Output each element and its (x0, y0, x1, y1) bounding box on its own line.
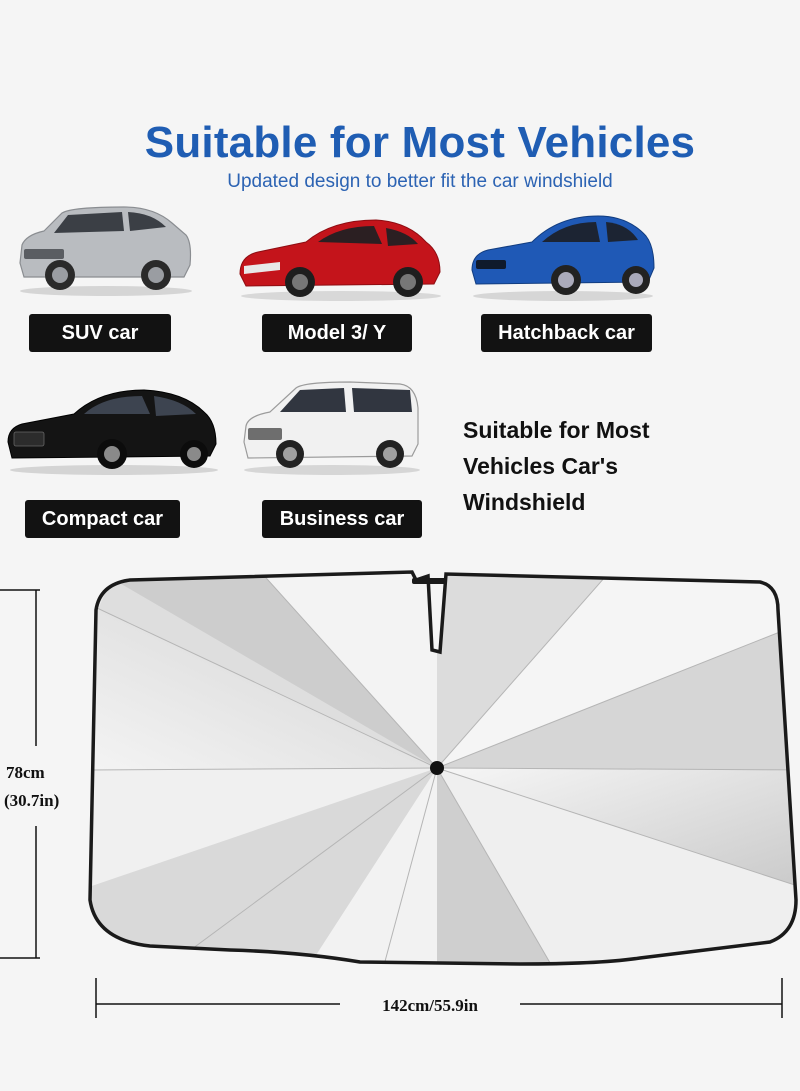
height-cm-label: 78cm (6, 763, 45, 782)
model-3-y-car-image (239, 219, 441, 301)
business-car-image (243, 381, 420, 475)
windshield-sunshade-image (88, 570, 798, 966)
height-dimension-line (0, 589, 40, 959)
label-compact-car: Compact car (25, 500, 180, 538)
hatchback-car-image (471, 215, 655, 301)
page-title: Suitable for Most Vehicles (144, 118, 696, 167)
suv-car-image (19, 206, 192, 296)
width-dimension-line (95, 978, 783, 1018)
page-subtitle: Updated design to better fit the car win… (227, 171, 613, 192)
compatibility-note-line1: Suitable for Most (463, 417, 650, 443)
label-hatchback-car: Hatchback car (481, 314, 652, 352)
compatibility-note: Suitable for Most Vehicles Car's Windshi… (463, 412, 763, 520)
compact-car-image (7, 389, 218, 475)
label-model-3-y: Model 3/ Y (262, 314, 412, 352)
label-business-car: Business car (262, 500, 422, 538)
compatibility-note-line3: Windshield (463, 489, 586, 515)
label-suv-car: SUV car (29, 314, 171, 352)
width-label: 142cm/55.9in (382, 996, 478, 1015)
height-inch-label: (30.7in) (4, 791, 60, 810)
compatibility-note-line2: Vehicles Car's (463, 453, 619, 479)
